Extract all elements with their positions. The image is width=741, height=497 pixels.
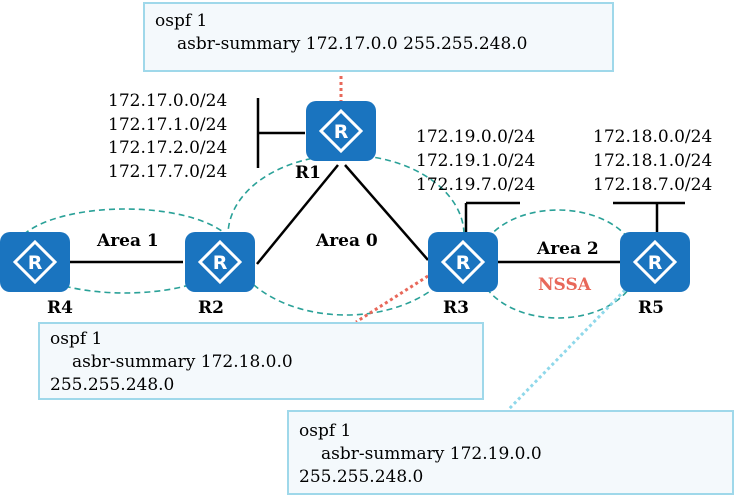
r1-network-2: 172.17.2.0/24 [108,138,227,158]
callout-top: ospf 1 asbr-summary 172.17.0.0 255.255.2… [143,2,614,72]
callout-r2: ospf 1 asbr-summary 172.18.0.0 255.255.2… [38,322,484,400]
r5-network-0: 172.18.0.0/24 [593,127,712,147]
callout-r3-line2: asbr-summary 172.19.0.0 [321,444,542,464]
router-r1-label: R1 [295,163,321,183]
router-r5-label: R5 [638,298,664,318]
router-r4-label: R4 [47,298,73,318]
router-r4-icon[interactable] [0,230,72,294]
area0-label: Area 0 [315,231,378,251]
router-r5-icon[interactable] [618,230,692,294]
callout-top-line1: ospf 1 [155,11,208,31]
r5-network-2: 172.18.7.0/24 [593,175,712,195]
connector-r2-callout [355,274,429,324]
callout-r3-line3: 255.255.248.0 [299,467,424,487]
r3-network-2: 172.19.7.0/24 [416,175,535,195]
router-r2-icon[interactable] [183,230,257,294]
link-r1-r3 [344,164,429,261]
callout-r3: ospf 1 asbr-summary 172.19.0.0 255.255.2… [287,410,734,495]
r1-network-0: 172.17.0.0/24 [108,91,227,111]
area1-label: Area 1 [96,231,159,251]
r3-network-1: 172.19.1.0/24 [416,151,535,171]
router-r1-icon[interactable] [304,99,378,163]
r1-network-1: 172.17.1.0/24 [108,115,227,135]
connector-r3-callout [506,288,627,412]
callout-r2-line2: asbr-summary 172.18.0.0 [72,352,293,372]
callout-r2-line1: ospf 1 [50,329,103,349]
link-r2-r1 [256,164,339,265]
r3-network-0: 172.19.0.0/24 [416,127,535,147]
area2-label: Area 2 [536,239,599,259]
r1-network-3: 172.17.7.0/24 [108,162,227,182]
router-r3-label: R3 [443,298,469,318]
router-r2-label: R2 [198,298,224,318]
callout-r2-line3: 255.255.248.0 [50,375,175,395]
area2-type-label: NSSA [538,275,592,295]
callout-top-line2: asbr-summary 172.17.0.0 255.255.248.0 [177,34,528,54]
area2-boundary [477,209,639,319]
r5-network-1: 172.18.1.0/24 [593,151,712,171]
callout-r3-line1: ospf 1 [299,421,352,441]
router-r3-icon[interactable] [426,230,500,294]
